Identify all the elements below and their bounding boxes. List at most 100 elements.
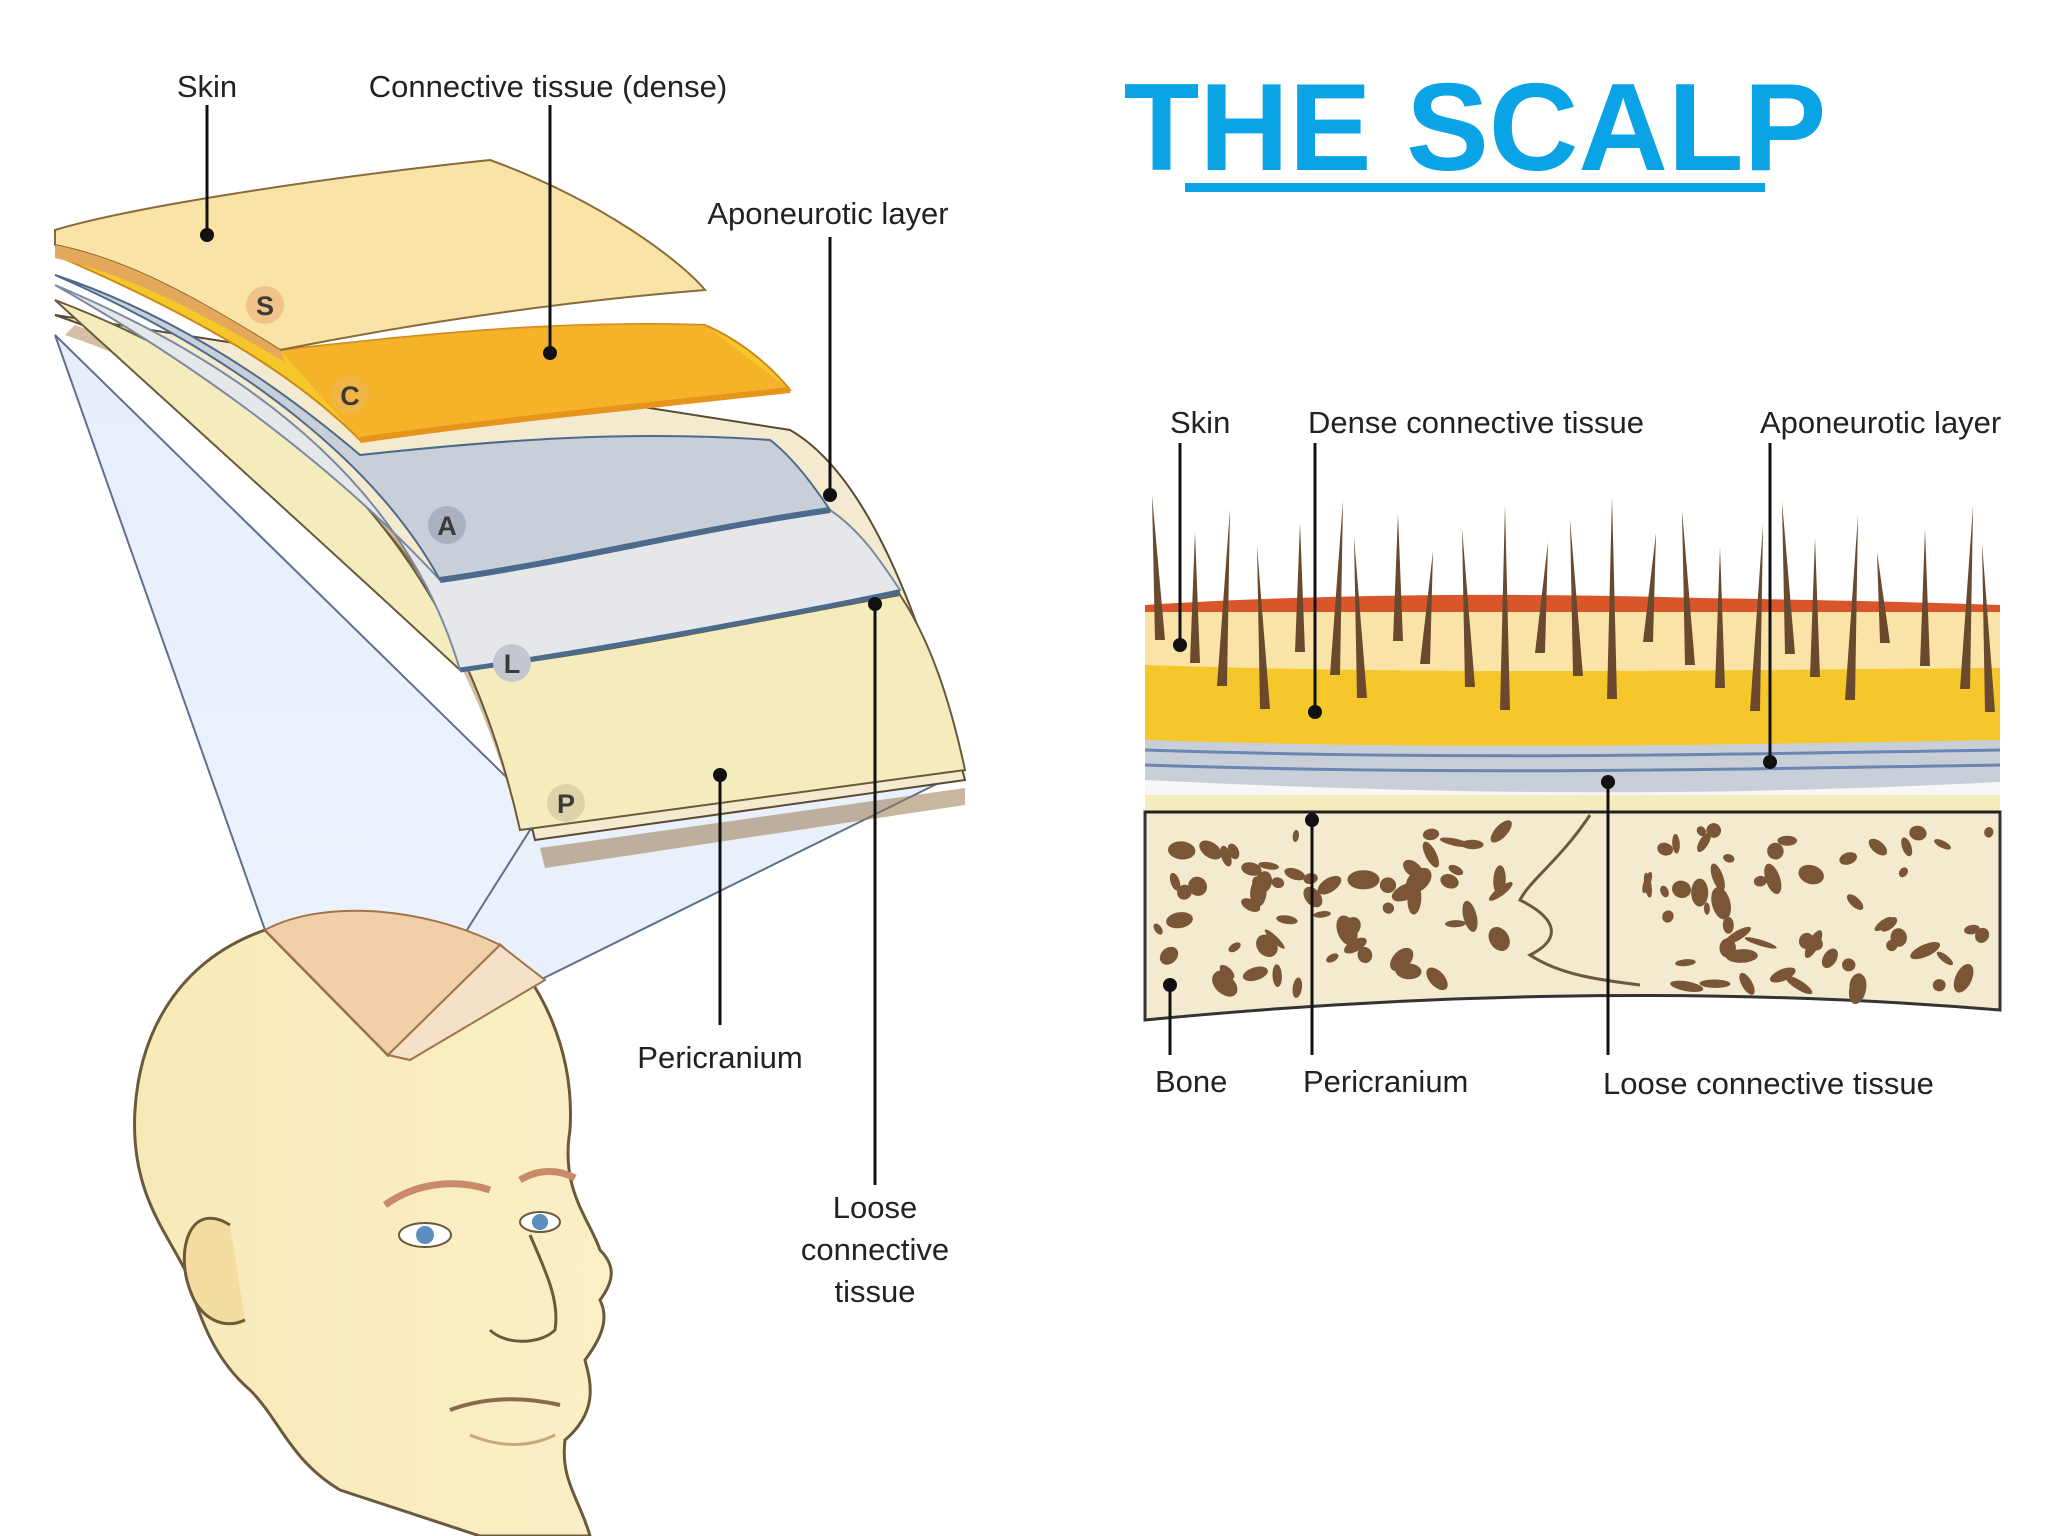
bone-trabecula (1490, 820, 1512, 843)
page-title: THE SCALP (1124, 59, 1827, 197)
aponeurotic-layer (54, 274, 832, 582)
bone-trabecula (1842, 958, 1856, 972)
layer-letter-badges: S C A L P (246, 286, 585, 822)
label-pericranium: Pericranium (637, 1040, 802, 1075)
bone-trabecula (1934, 839, 1951, 850)
bone-trabecula (1984, 827, 1994, 838)
bone-trabecula (1849, 973, 1864, 992)
bone-trabecula (1662, 910, 1674, 923)
bone-trabecula (1462, 900, 1478, 932)
bone-trabecula (1407, 883, 1422, 915)
label-r-bone: Bone (1155, 1064, 1227, 1099)
dense-connective-layer-right (1145, 660, 2000, 746)
bone-trabecula (1177, 884, 1192, 900)
bone-trabecula (1357, 946, 1373, 964)
bone-trabecula (1846, 894, 1864, 910)
badge-a (428, 506, 466, 544)
left-leader-lines (200, 105, 882, 1185)
pericranium-layer-right (1145, 795, 2000, 812)
left-scalp-diagram: S C A L P Skin Connective tissue (dense) (54, 69, 967, 1536)
bone-trabecula (1153, 923, 1163, 935)
bone-trabecula (1777, 835, 1797, 846)
bone-trabecula (1901, 837, 1913, 857)
label-r-pericranium: Pericranium (1303, 1064, 1468, 1099)
dense-border (359, 387, 791, 443)
hair-strand (1960, 506, 1973, 689)
bone-trabecula (1426, 967, 1448, 991)
ear (182, 1216, 246, 1326)
bone-trabecula (1440, 874, 1459, 889)
bone-trabecula (1898, 867, 1908, 878)
dot-loose (868, 597, 882, 611)
bone-trabecula (1313, 911, 1331, 918)
label-r-dense: Dense connective tissue (1308, 405, 1644, 440)
right-labels: Skin Dense connective tissue Aponeurotic… (1155, 405, 2001, 1101)
bone-trabecula (1292, 977, 1303, 998)
bone-trabecula (1242, 966, 1268, 982)
bone-trabecula (1159, 946, 1179, 965)
label-skin: Skin (177, 69, 237, 104)
label-r-aponeurotic: Aponeurotic layer (1760, 405, 2001, 440)
hair-strand (1682, 510, 1695, 665)
aponeurotic-border (439, 507, 831, 583)
bone-trabecula (1722, 916, 1734, 934)
bone-trabecula (1642, 871, 1653, 894)
dot-dense (543, 346, 557, 360)
bone-trabecula (1804, 930, 1823, 959)
bone-trabecula (1703, 902, 1710, 915)
bone-trabecula (1166, 912, 1193, 929)
head-window (263, 909, 502, 1057)
bone-trabecula (1753, 875, 1767, 887)
bone-trabecula (1671, 880, 1692, 898)
bone-trabecula (1936, 951, 1954, 966)
letter-c: C (340, 381, 360, 411)
bone-trabecula (1448, 864, 1464, 876)
bone-trabecula (1228, 942, 1241, 953)
bone-trabecula (1445, 920, 1466, 928)
bone-trabecula (1874, 916, 1893, 932)
hair-strand (1607, 496, 1617, 699)
aponeurotic-layer-right (1145, 735, 2000, 793)
bone-trabecula (1964, 924, 1980, 935)
bone-trabecula (1706, 823, 1722, 838)
letter-p: P (557, 789, 575, 819)
bone-trabecula (1422, 841, 1440, 868)
hair-strand (1354, 537, 1367, 698)
label-loose-line1: Loose (833, 1190, 917, 1225)
dot-pericranium (713, 768, 727, 782)
bone-trabecula (1336, 915, 1358, 946)
bone-trabecula (1725, 949, 1758, 963)
hair-strand (1877, 552, 1890, 643)
hair-strand (1535, 542, 1548, 653)
bone-trabecula (1276, 915, 1298, 925)
bone-trabecula (1660, 885, 1669, 898)
hair-strand (1715, 547, 1725, 688)
title-underline (1185, 183, 1765, 192)
bone-trabecula (1271, 877, 1285, 889)
bone-trabecula (1219, 964, 1235, 980)
page-title-group: THE SCALP (1124, 59, 1827, 197)
bone-trabecula (1188, 876, 1207, 896)
bone-trabecula (1241, 862, 1262, 876)
bone-trabecula (1798, 864, 1824, 885)
bone-trabecula (1724, 926, 1752, 945)
bone-trabecula (1785, 975, 1813, 995)
bone-trabecula (1344, 937, 1367, 954)
hair-strands (1152, 495, 1995, 712)
loose-connective-layer (54, 284, 902, 672)
dot-r-loose (1601, 775, 1615, 789)
bone-trabecula (1711, 887, 1731, 920)
left-labels: Skin Connective tissue (dense) Aponeurot… (177, 69, 949, 1309)
bone-trabecula (1672, 834, 1680, 854)
iris-right (532, 1214, 548, 1230)
hair-strand (1845, 515, 1858, 700)
bone-trabecula (1379, 877, 1397, 894)
label-aponeurotic: Aponeurotic layer (707, 196, 948, 231)
bone-trabecula (1975, 927, 1990, 943)
bone-trabecula (1821, 948, 1838, 969)
hair-strand (1462, 528, 1475, 687)
bone-trabecula (1272, 964, 1282, 987)
bone-trabecula (1317, 875, 1342, 895)
bone-trabecula (1767, 842, 1784, 860)
eyebrow-right (518, 1168, 577, 1184)
